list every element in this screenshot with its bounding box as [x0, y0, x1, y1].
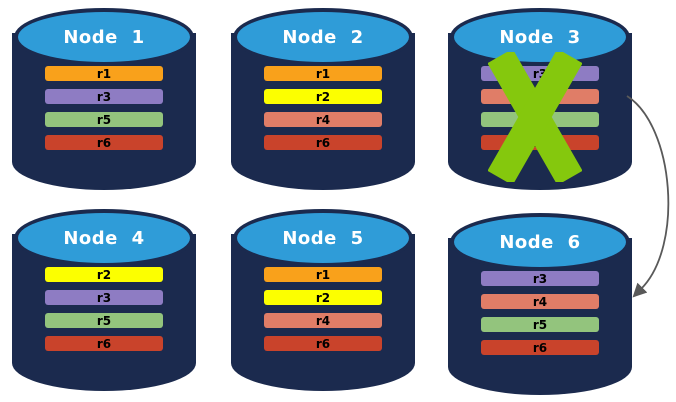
failure-x-icon	[488, 52, 582, 182]
replica-bar: r2	[45, 267, 163, 282]
node-3-cylinder: Node 3 r3 r4 r5 r6	[448, 8, 632, 190]
replica-list: r1 r3 r5 r6	[45, 66, 163, 150]
node-title: Node 3	[499, 26, 581, 48]
replica-list: r1 r2 r4 r6	[264, 267, 382, 351]
cylinder-top-ellipse: Node 1	[14, 8, 194, 66]
replica-bar: r5	[45, 313, 163, 328]
replica-bar: r5	[45, 112, 163, 127]
replica-bar: r6	[264, 336, 382, 351]
node-title: Node 4	[63, 227, 145, 249]
cylinder-top-ellipse: Node 3	[450, 8, 630, 66]
replica-list: r1 r2 r4 r6	[264, 66, 382, 150]
replica-bar: r3	[45, 89, 163, 104]
arrow-curve	[626, 95, 670, 298]
cylinder-top-ellipse: Node 4	[14, 209, 194, 267]
replica-bar: r6	[45, 336, 163, 351]
node-title: Node 5	[282, 227, 364, 249]
node-1-cylinder: Node 1 r1 r3 r5 r6	[12, 8, 196, 190]
replica-bar: r4	[264, 313, 382, 328]
node-6-cylinder: Node 6 r3 r4 r5 r6	[448, 213, 632, 395]
node-4-cylinder: Node 4 r2 r3 r5 r6	[12, 209, 196, 391]
node-2-cylinder: Node 2 r1 r2 r4 r6	[231, 8, 415, 190]
cylinder-top-ellipse: Node 6	[450, 213, 630, 271]
replica-bar: r1	[264, 267, 382, 282]
replica-bar: r1	[264, 66, 382, 81]
replica-list: r3 r4 r5 r6	[481, 271, 599, 355]
replica-bar: r4	[264, 112, 382, 127]
replica-bar: r3	[45, 290, 163, 305]
node-title: Node 6	[499, 231, 581, 253]
replica-bar: r2	[264, 89, 382, 104]
replica-bar: r6	[481, 340, 599, 355]
replica-bar: r5	[481, 317, 599, 332]
node-title: Node 2	[282, 26, 364, 48]
replica-list: r2 r3 r5 r6	[45, 267, 163, 351]
replica-bar: r6	[45, 135, 163, 150]
replica-bar: r3	[481, 271, 599, 286]
replica-bar: r4	[481, 294, 599, 309]
node-title: Node 1	[63, 26, 145, 48]
replica-bar: r2	[264, 290, 382, 305]
cylinder-top-ellipse: Node 5	[233, 209, 413, 267]
replica-bar: r6	[264, 135, 382, 150]
cylinder-top-ellipse: Node 2	[233, 8, 413, 66]
node-5-cylinder: Node 5 r1 r2 r4 r6	[231, 209, 415, 391]
replica-bar: r1	[45, 66, 163, 81]
